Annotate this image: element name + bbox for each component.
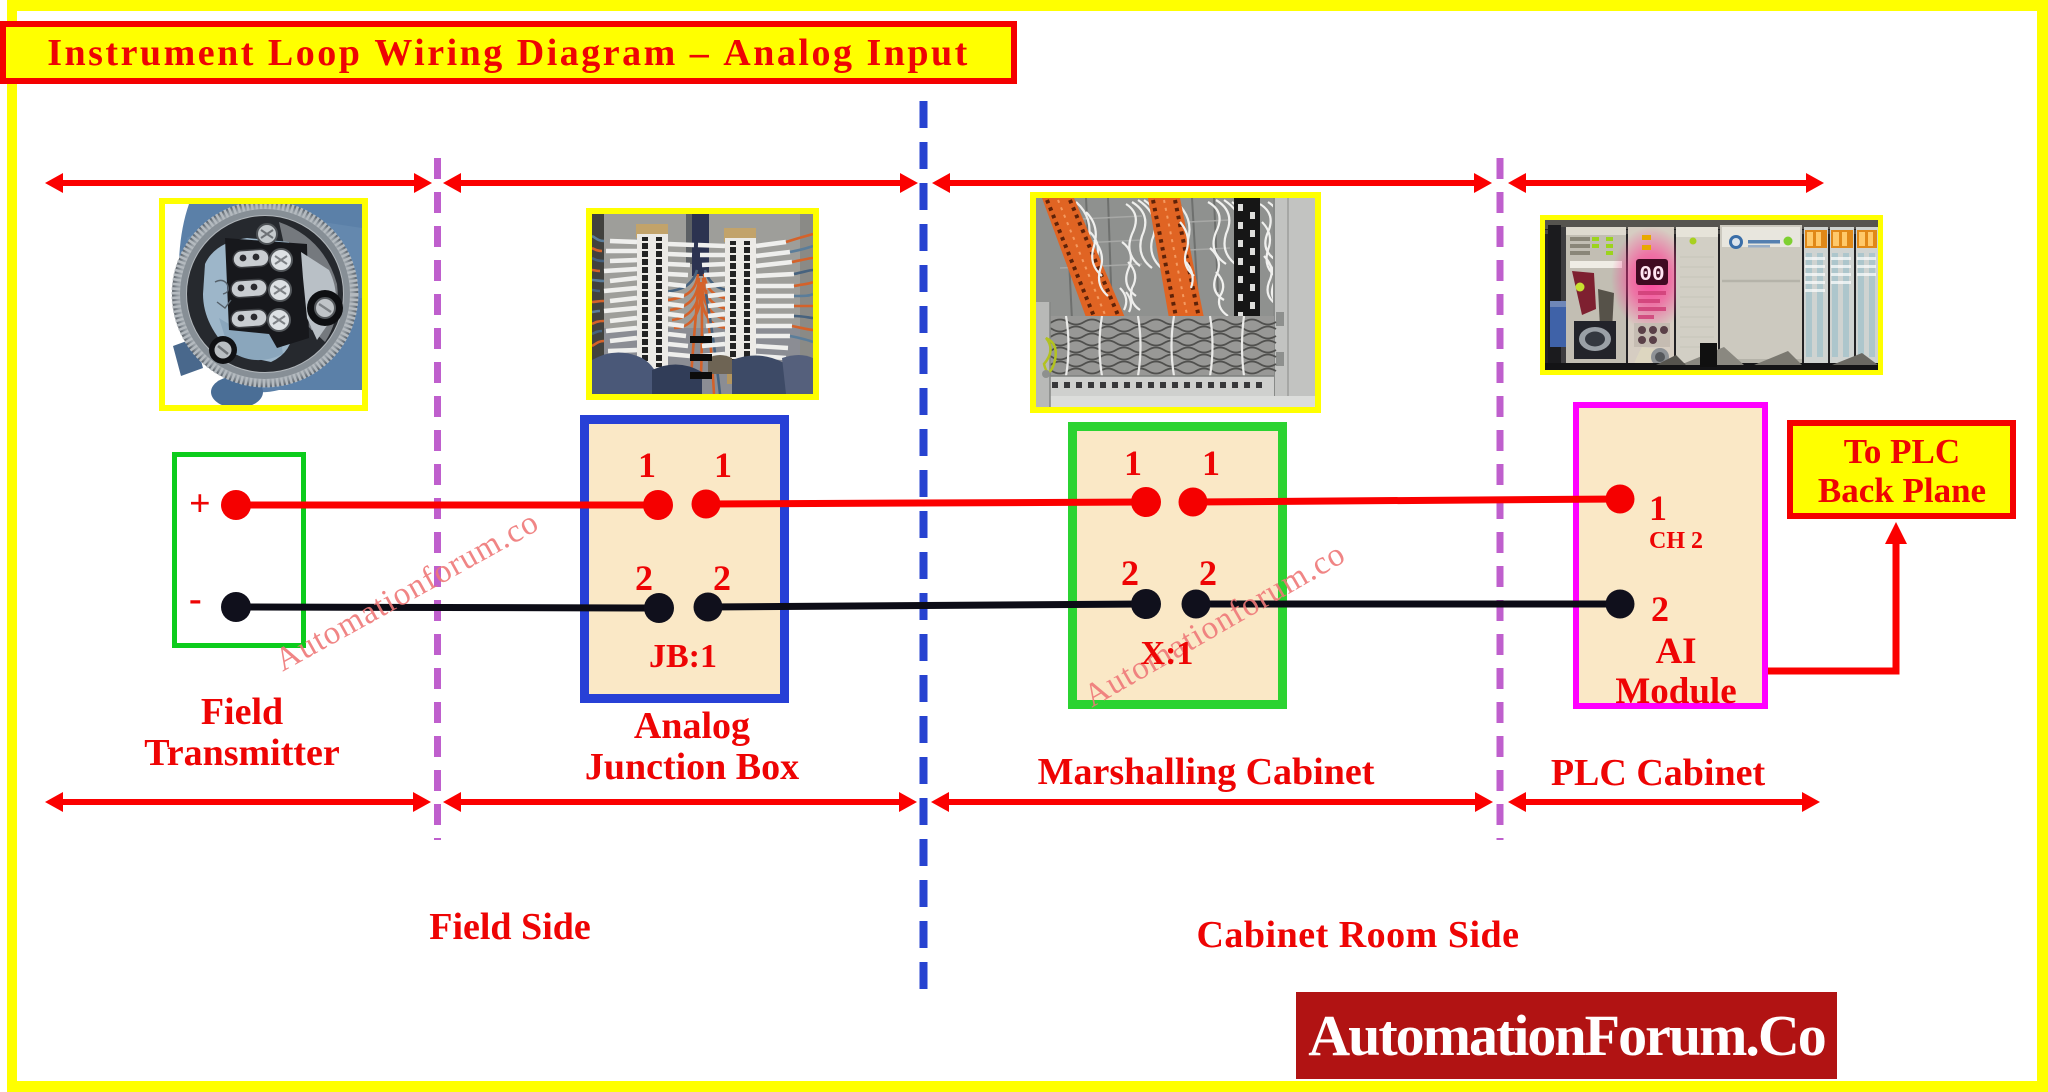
- svg-text:00: 00: [1639, 264, 1664, 287]
